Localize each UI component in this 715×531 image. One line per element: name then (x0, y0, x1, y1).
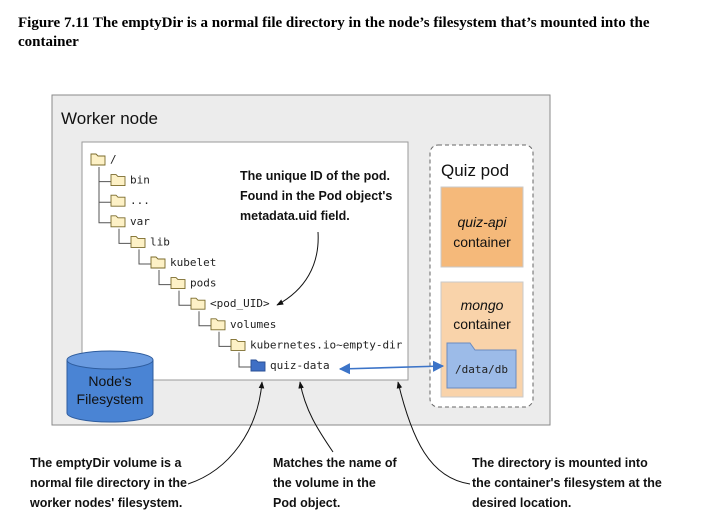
tree-connector (198, 311, 211, 327)
note-right-2: the container's filesystem at the (472, 476, 662, 490)
note-middle-3: Pod object. (273, 496, 340, 510)
folder-icon (90, 153, 106, 166)
tree-item-label: bin (130, 174, 150, 187)
note-left-2: normal file directory in the (30, 476, 187, 490)
note-middle-2: the volume in the (273, 476, 376, 490)
quiz-pod-label: Quiz pod (441, 161, 509, 180)
tree-connector (218, 331, 231, 347)
mount-arrow (338, 360, 445, 375)
tree-connector (118, 228, 131, 244)
folder-icon (190, 297, 206, 310)
data-db-folder-icon (446, 342, 517, 389)
note-middle-1: Matches the name of (273, 456, 397, 470)
note-left-3: worker nodes' filesystem. (29, 496, 182, 510)
folder-icon (210, 318, 226, 331)
folder-icon (110, 174, 126, 187)
pod-uid-note-line-2: Found in the Pod object's (240, 189, 392, 203)
worker-node-label: Worker node (61, 109, 158, 128)
mongo-name: mongo (461, 297, 504, 313)
tree-connector (158, 270, 171, 286)
data-db-label: /data/db (455, 363, 508, 376)
folder-icon (250, 359, 266, 372)
tree-item-label: / (110, 153, 117, 166)
folder-icon (170, 277, 186, 290)
folder-icon (130, 235, 146, 248)
tree-connector (138, 249, 151, 265)
mount-location-arrow (396, 381, 471, 485)
folder-icon (150, 256, 166, 269)
tree-item-label: var (130, 215, 150, 228)
tree-item-label: quiz-data (270, 359, 330, 372)
folder-icon (110, 215, 126, 228)
pod-uid-arrow (276, 231, 319, 306)
tree-item-label: kubernetes.io~empty-dir (250, 338, 403, 351)
note-right-3: desired location. (472, 496, 571, 510)
pod-uid-note-line-1: The unique ID of the pod. (240, 169, 390, 183)
figure-caption: Figure 7.11 The emptyDir is a normal fil… (18, 15, 650, 50)
filesystem-label-2: Filesystem (77, 391, 144, 407)
tree-item-label: <pod_UID> (210, 297, 270, 310)
tree-item-label: volumes (230, 318, 276, 331)
filesystem-box (81, 141, 409, 381)
tree-item-label: pods (190, 277, 217, 290)
tree-connector (178, 290, 191, 306)
quiz-api-name: quiz-api (457, 214, 507, 230)
mongo-sub: container (453, 316, 511, 332)
folder-icon (230, 338, 246, 351)
pod-uid-note-line-3: metadata.uid field. (240, 209, 350, 223)
tree-item-label: ... (130, 194, 150, 207)
tree-connector (98, 167, 111, 224)
note-right-1: The directory is mounted into (472, 456, 648, 470)
folder-icon (110, 194, 126, 207)
quiz-api-sub: container (453, 234, 511, 250)
volume-name-arrow (298, 381, 334, 453)
filesystem-label-1: Node's (88, 373, 131, 389)
tree-connector (238, 352, 251, 368)
note-left-1: The emptyDir volume is a (30, 456, 182, 470)
node-filesystem-cylinder (66, 350, 154, 423)
tree-item-label: kubelet (170, 256, 216, 269)
tree-item-label: lib (150, 235, 170, 248)
quiz-api-container (440, 186, 524, 268)
empty-dir-arrow (187, 381, 265, 485)
